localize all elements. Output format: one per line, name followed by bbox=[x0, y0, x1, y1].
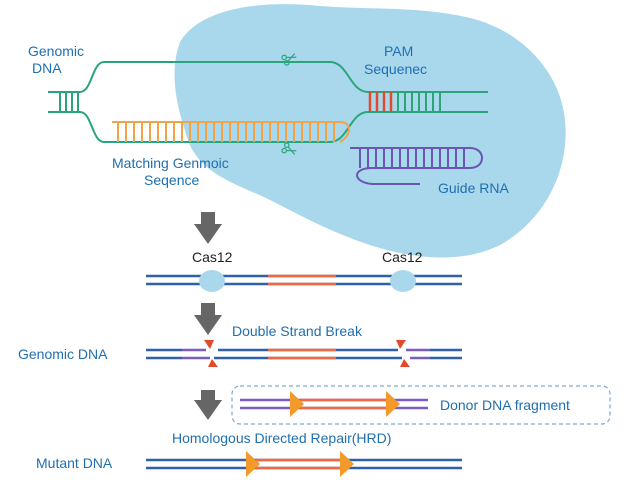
break-marker-icon bbox=[204, 340, 214, 349]
label-mutant-dna: Mutant DNA bbox=[36, 455, 113, 471]
cas12-protein-icon bbox=[199, 270, 225, 292]
genomic-right-rungs bbox=[397, 92, 441, 112]
down-arrow-icon bbox=[194, 390, 222, 420]
homology-arm-marker-icon bbox=[340, 451, 354, 477]
label-matching-1: Matching Genmoic bbox=[112, 155, 229, 171]
guide-rna-strand bbox=[350, 147, 483, 185]
scissors-icon bbox=[281, 53, 297, 66]
label-donor-fragment: Donor DNA fragment bbox=[440, 397, 570, 413]
cas12-protein-icon bbox=[390, 270, 416, 292]
genomic-top-strand bbox=[48, 61, 488, 93]
donor-fragment-box bbox=[231, 385, 611, 425]
label-pam-2: Sequenec bbox=[364, 61, 427, 77]
down-arrow-icon bbox=[194, 303, 222, 335]
break-marker-icon bbox=[208, 359, 218, 367]
homology-arm-marker-icon bbox=[290, 391, 304, 417]
genomic-left-rungs bbox=[59, 92, 79, 112]
break-marker-icon bbox=[396, 340, 406, 349]
label-cas12-right: Cas12 bbox=[382, 249, 423, 265]
label-guide-rna: Guide RNA bbox=[438, 180, 509, 196]
label-genomic-dna-top-1: Genomic bbox=[28, 43, 84, 59]
genomic-dna-break-row bbox=[146, 340, 462, 367]
homology-arm-marker-icon bbox=[246, 451, 260, 477]
donor-dna-fragment bbox=[240, 391, 428, 417]
homology-arm-marker-icon bbox=[386, 391, 400, 417]
label-hdr: Homologous Directed Repair(HRD) bbox=[172, 430, 391, 446]
genomic-bottom-strand bbox=[48, 111, 488, 143]
down-arrow-icon bbox=[194, 212, 222, 244]
scissors-icon bbox=[281, 142, 297, 155]
guide-rna-rungs bbox=[359, 148, 465, 168]
matching-sequence-rungs bbox=[117, 122, 335, 142]
label-matching-2: Seqence bbox=[144, 172, 199, 188]
pam-rungs bbox=[368, 92, 393, 112]
label-genomic-dna-top-2: DNA bbox=[32, 60, 62, 76]
label-cas12-left: Cas12 bbox=[192, 249, 233, 265]
mutant-dna-row bbox=[146, 451, 462, 477]
break-marker-icon bbox=[400, 359, 410, 367]
cas12-protein-blob bbox=[174, 4, 566, 258]
label-double-strand-break: Double Strand Break bbox=[232, 323, 363, 339]
matching-sequence-strand bbox=[112, 121, 350, 143]
label-pam-1: PAM bbox=[384, 43, 413, 59]
cas12-dna-row bbox=[146, 270, 462, 292]
label-genomic-dna: Genomic DNA bbox=[18, 346, 108, 362]
